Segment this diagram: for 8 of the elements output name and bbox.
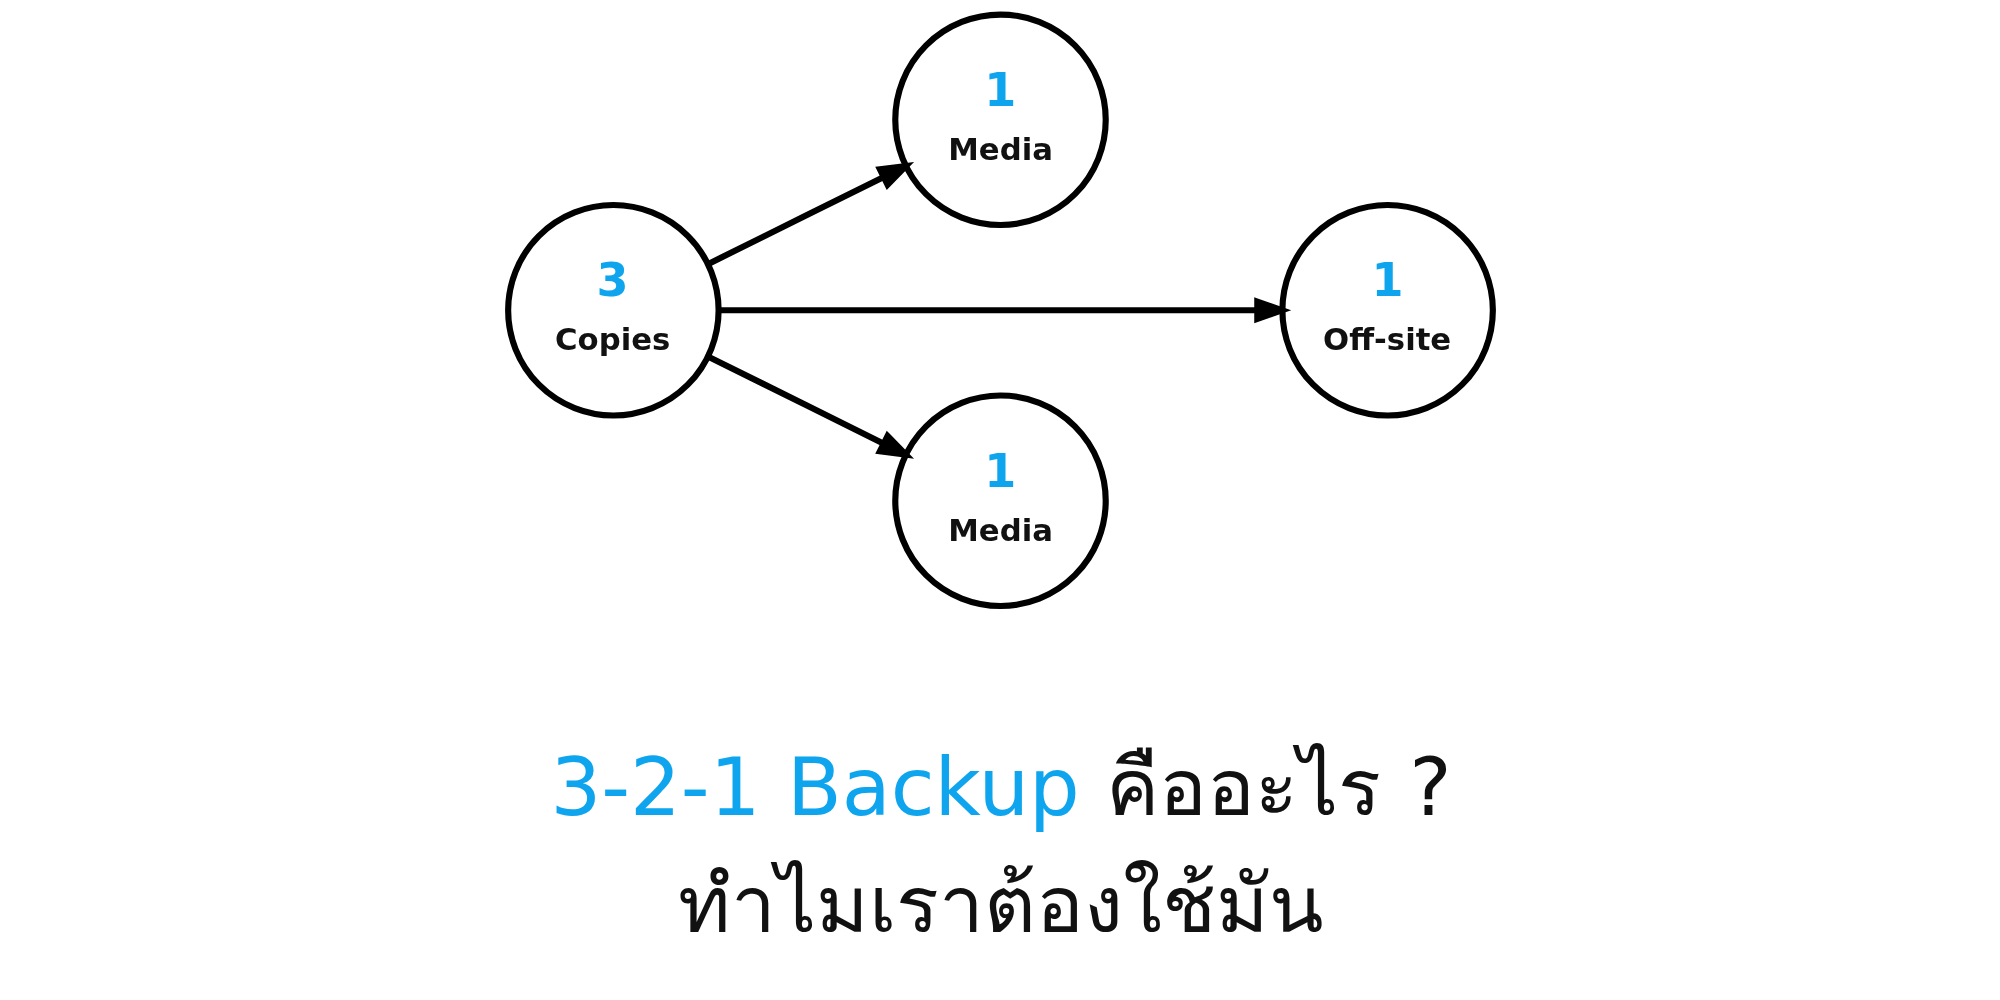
node-circle: 1 Media [891, 11, 1109, 229]
node-circle: 3 Copies [504, 202, 722, 419]
arrow [718, 297, 1291, 324]
node-circle: 1 Off-site [1278, 202, 1496, 419]
arrow [706, 161, 914, 267]
diagram-title: 3-2-1 Backup คืออะไร ? ทำไมเราต้องใช้มัน [549, 741, 1452, 951]
arrow [706, 353, 914, 459]
node-circle: 1 Media [891, 392, 1109, 610]
